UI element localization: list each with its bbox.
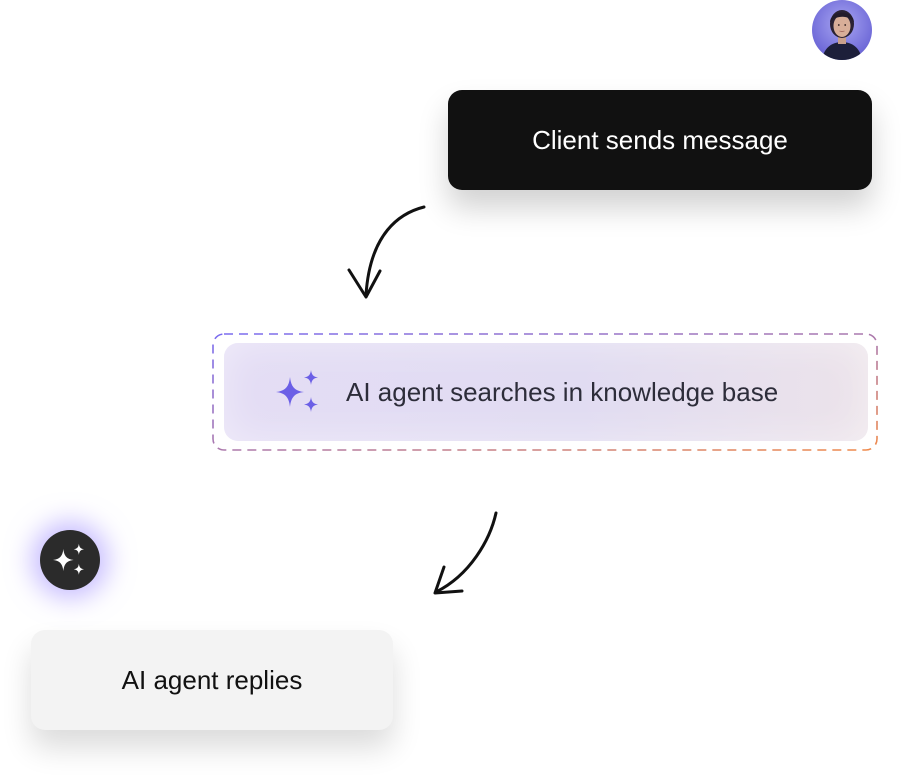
step-search-label: AI agent searches in knowledge base (346, 376, 779, 407)
curved-arrow-icon (433, 511, 498, 595)
avatar-portrait-icon (822, 10, 862, 60)
step-client-label: Client sends message (532, 124, 788, 155)
client-avatar (812, 0, 872, 60)
step-ai-agent-replies: AI agent replies (31, 630, 393, 730)
step-client-sends-message: Client sends message (448, 90, 872, 190)
ai-agent-badge (40, 530, 100, 590)
step-ai-searches-knowledge-base: AI agent searches in knowledge base (224, 343, 868, 441)
sparkles-icon (276, 370, 318, 412)
search-step-dashed-frame (212, 333, 878, 451)
step-reply-label: AI agent replies (121, 664, 303, 695)
curved-arrow-icon (347, 205, 426, 299)
sparkles-icon (53, 543, 85, 575)
